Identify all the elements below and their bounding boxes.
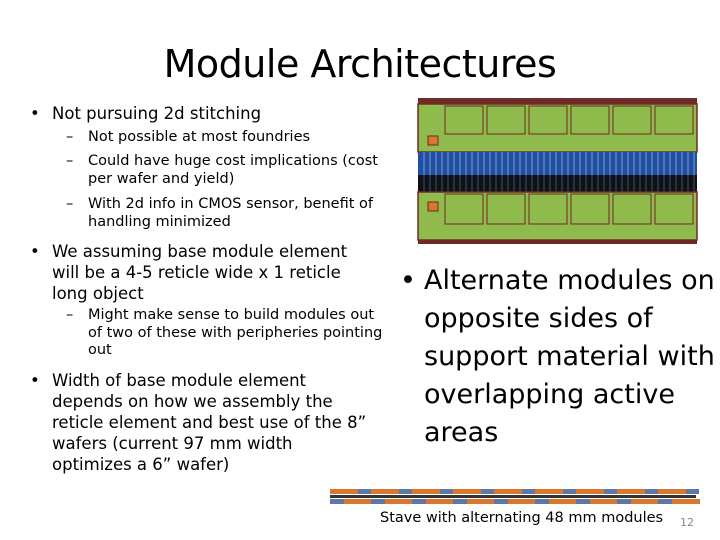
stave-module-bottom bbox=[467, 499, 495, 504]
stave-module-top bbox=[412, 489, 440, 494]
stave-gap-bottom bbox=[371, 499, 385, 504]
periphery-cell bbox=[654, 193, 694, 225]
stave-gap-top bbox=[645, 489, 658, 494]
stave-module-top bbox=[494, 489, 522, 494]
sub-bullet-two-modules: – Might make sense to build modules out … bbox=[66, 307, 391, 360]
bullet-glyph: • bbox=[30, 104, 40, 123]
periphery-cell bbox=[486, 193, 526, 225]
periphery-cell bbox=[654, 105, 694, 135]
sub-bullet-text: Could have huge cost implications (cost … bbox=[88, 153, 378, 187]
stave-gap-bottom bbox=[576, 499, 590, 504]
bullet-alternate-modules: • Alternate modules on opposite sides of… bbox=[400, 262, 718, 452]
bullet-text: We assuming base module element will be … bbox=[52, 242, 348, 303]
periphery-cell bbox=[528, 105, 568, 135]
stave-gap-top bbox=[686, 489, 699, 494]
periphery-cells-top bbox=[444, 105, 694, 135]
stave-gap-bottom bbox=[535, 499, 549, 504]
dash-glyph: – bbox=[66, 307, 74, 323]
periphery-cell bbox=[570, 193, 610, 225]
dash-glyph: – bbox=[66, 153, 74, 169]
stave-module-top bbox=[371, 489, 399, 494]
bullet-text: Not pursuing 2d stitching bbox=[52, 104, 262, 123]
stave-gap-top bbox=[440, 489, 453, 494]
stave-module-top bbox=[453, 489, 481, 494]
stave-module-bottom bbox=[508, 499, 536, 504]
periphery-strip-bottom bbox=[417, 191, 698, 241]
slide-title: Module Architectures bbox=[163, 42, 557, 86]
dash-glyph: – bbox=[66, 196, 74, 212]
stave-module-bottom bbox=[426, 499, 454, 504]
stave-gap-top bbox=[399, 489, 412, 494]
stave-gap-top bbox=[563, 489, 576, 494]
stave-support bbox=[330, 495, 696, 498]
stave-module-top bbox=[576, 489, 604, 494]
stave-gap-top bbox=[358, 489, 371, 494]
stave-gap-bottom bbox=[617, 499, 631, 504]
periphery-cell bbox=[444, 105, 484, 135]
sub-bullet-cost: – Could have huge cost implications (cos… bbox=[66, 153, 386, 188]
stave-caption: Stave with alternating 48 mm modules bbox=[380, 510, 664, 526]
stave-module-bottom bbox=[590, 499, 618, 504]
stave-gap-bottom bbox=[494, 499, 508, 504]
stave-module-top bbox=[658, 489, 686, 494]
module-bottom-border bbox=[418, 240, 697, 244]
sensor-pixel-lines-top bbox=[423, 152, 695, 175]
periphery-cell bbox=[486, 105, 526, 135]
stave-gap-top bbox=[522, 489, 535, 494]
stave-gap-bottom bbox=[330, 499, 344, 504]
sub-bullet-cmos: – With 2d info in CMOS sensor, benefit o… bbox=[66, 196, 391, 231]
support-gridlines bbox=[423, 175, 695, 192]
bullet-not-pursuing-stitching: • Not pursuing 2d stitching bbox=[30, 103, 330, 124]
bullet-glyph: • bbox=[400, 265, 416, 296]
periphery-cell bbox=[570, 105, 610, 135]
bullet-glyph: • bbox=[30, 371, 40, 390]
stave-module-bottom bbox=[549, 499, 577, 504]
periphery-cell bbox=[612, 193, 652, 225]
stave-gap-top bbox=[481, 489, 494, 494]
bullet-module-width: • Width of base module element depends o… bbox=[30, 370, 375, 475]
stave-gap-bottom bbox=[412, 499, 426, 504]
page-number: 12 bbox=[680, 516, 694, 529]
stave-gap-top bbox=[604, 489, 617, 494]
sub-bullet-text: With 2d info in CMOS sensor, benefit of … bbox=[88, 196, 373, 230]
module-top-half bbox=[417, 98, 698, 175]
stave-row-bottom bbox=[330, 499, 700, 504]
stave-row-top bbox=[330, 489, 699, 494]
periphery-pad-bottom bbox=[427, 201, 439, 212]
periphery-cells-bottom bbox=[444, 193, 694, 225]
stave-gap-bottom bbox=[453, 499, 467, 504]
module-bottom-half bbox=[417, 191, 698, 244]
sub-bullet-foundries: – Not possible at most foundries bbox=[66, 129, 366, 147]
dash-glyph: – bbox=[66, 129, 74, 145]
stave-module-bottom bbox=[672, 499, 700, 504]
stave-module-top bbox=[617, 489, 645, 494]
periphery-strip-top bbox=[417, 103, 698, 153]
bullet-text: Width of base module element depends on … bbox=[52, 371, 367, 474]
periphery-pad-top bbox=[427, 135, 439, 146]
bullet-base-module: • We assuming base module element will b… bbox=[30, 241, 375, 304]
sensor-array-top bbox=[418, 152, 697, 175]
stave-module-top bbox=[535, 489, 563, 494]
periphery-cell bbox=[528, 193, 568, 225]
stave-module-bottom bbox=[344, 499, 372, 504]
bullet-text: Alternate modules on opposite sides of s… bbox=[424, 265, 715, 448]
module-top-border bbox=[418, 98, 697, 104]
stave-module-bottom bbox=[385, 499, 413, 504]
sub-bullet-text: Might make sense to build modules out of… bbox=[88, 307, 383, 358]
stave-module-top bbox=[330, 489, 358, 494]
stave-gap-bottom bbox=[658, 499, 672, 504]
periphery-cell bbox=[612, 105, 652, 135]
support-material bbox=[418, 175, 697, 192]
periphery-cell bbox=[444, 193, 484, 225]
sub-bullet-text: Not possible at most foundries bbox=[88, 129, 311, 145]
stave-module-bottom bbox=[631, 499, 659, 504]
bullet-glyph: • bbox=[30, 242, 40, 261]
